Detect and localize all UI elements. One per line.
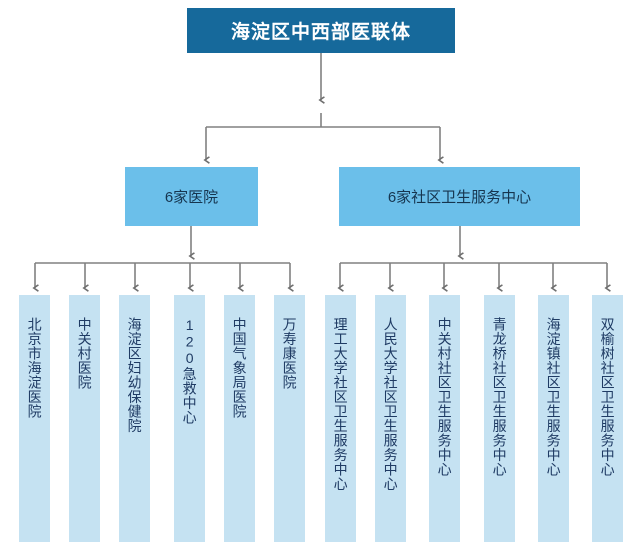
group-node-community-centers: 6家社区卫生服务中心 — [339, 167, 580, 226]
leaf-node-hospital-6: 万寿康医院 — [274, 295, 305, 542]
leaf-node-community-4: 青龙桥社区卫生服务中心 — [484, 295, 515, 542]
leaf-label: 人民大学社区卫生服务中心 — [382, 317, 399, 491]
leaf-node-community-3: 中关村社区卫生服务中心 — [429, 295, 460, 542]
leaf-label: 双榆树社区卫生服务中心 — [599, 317, 616, 477]
leaf-label: 理工大学社区卫生服务中心 — [332, 317, 349, 491]
leaf-label: 中关村医院 — [76, 317, 93, 390]
leaf-label: 中关村社区卫生服务中心 — [436, 317, 453, 477]
leaf-label: 海淀区妇幼保健院 — [126, 317, 143, 433]
leaf-label: 中国气象局医院 — [231, 317, 248, 419]
leaf-label: 北京市海淀医院 — [26, 317, 43, 419]
leaf-node-community-1: 理工大学社区卫生服务中心 — [325, 295, 356, 542]
leaf-node-community-5: 海淀镇社区卫生服务中心 — [538, 295, 569, 542]
leaf-label: 海淀镇社区卫生服务中心 — [545, 317, 562, 477]
leaf-label: 青龙桥社区卫生服务中心 — [491, 317, 508, 477]
leaf-node-hospital-3: 海淀区妇幼保健院 — [119, 295, 150, 542]
leaf-node-community-2: 人民大学社区卫生服务中心 — [375, 295, 406, 542]
group-node-hospitals: 6家医院 — [125, 167, 258, 226]
leaf-node-hospital-4: 120急救中心 — [174, 295, 205, 542]
leaf-node-community-6: 双榆树社区卫生服务中心 — [592, 295, 623, 542]
leaf-node-hospital-2: 中关村医院 — [69, 295, 100, 542]
root-node-title: 海淀区中西部医联体 — [187, 8, 455, 53]
leaf-label: 万寿康医院 — [281, 317, 298, 390]
leaf-node-hospital-5: 中国气象局医院 — [224, 295, 255, 542]
leaf-node-hospital-1: 北京市海淀医院 — [19, 295, 50, 542]
leaf-label: 120急救中心 — [181, 317, 198, 425]
